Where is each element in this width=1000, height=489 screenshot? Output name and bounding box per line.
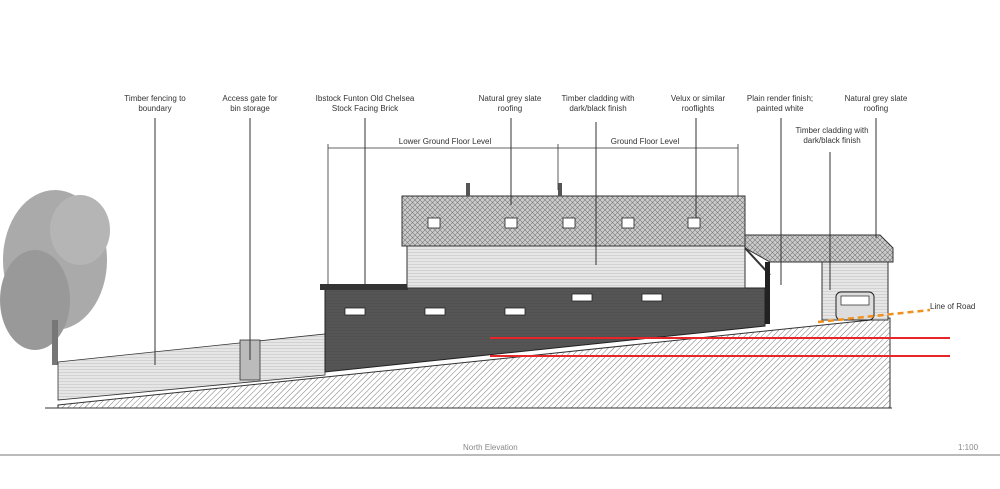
label-line-of-road: Line of Road bbox=[930, 302, 976, 311]
rooflights bbox=[427, 217, 701, 229]
label-slate-main: Natural grey slate roofing bbox=[478, 94, 542, 113]
label-velux: Velux or similar rooflights bbox=[670, 94, 726, 113]
car bbox=[835, 291, 875, 321]
drawing-title: North Elevation bbox=[463, 443, 518, 452]
label-cladding-main: Timber cladding with dark/black finish bbox=[561, 94, 635, 113]
drawing-scale: 1:100 bbox=[958, 443, 979, 452]
label-render: Plain render finish; painted white bbox=[746, 94, 814, 113]
label-cladding-carport: Timber cladding with dark/black finish bbox=[795, 126, 869, 145]
label-timber-fencing: Timber fencing to boundary bbox=[124, 94, 186, 113]
label-access-gate: Access gate for bin storage bbox=[222, 94, 278, 113]
label-brick: Ibstock Funton Old Chelsea Stock Facing … bbox=[315, 94, 415, 113]
label-slate-carport: Natural grey slate roofing bbox=[844, 94, 908, 113]
level-lower-ground: Lower Ground Floor Level bbox=[398, 137, 492, 146]
upper-timber-cladding bbox=[406, 245, 746, 289]
carport-slate-roof bbox=[744, 234, 894, 263]
level-ground: Ground Floor Level bbox=[610, 137, 680, 146]
lower-windows bbox=[344, 293, 663, 316]
tree bbox=[0, 190, 110, 365]
line-of-road bbox=[817, 308, 931, 324]
